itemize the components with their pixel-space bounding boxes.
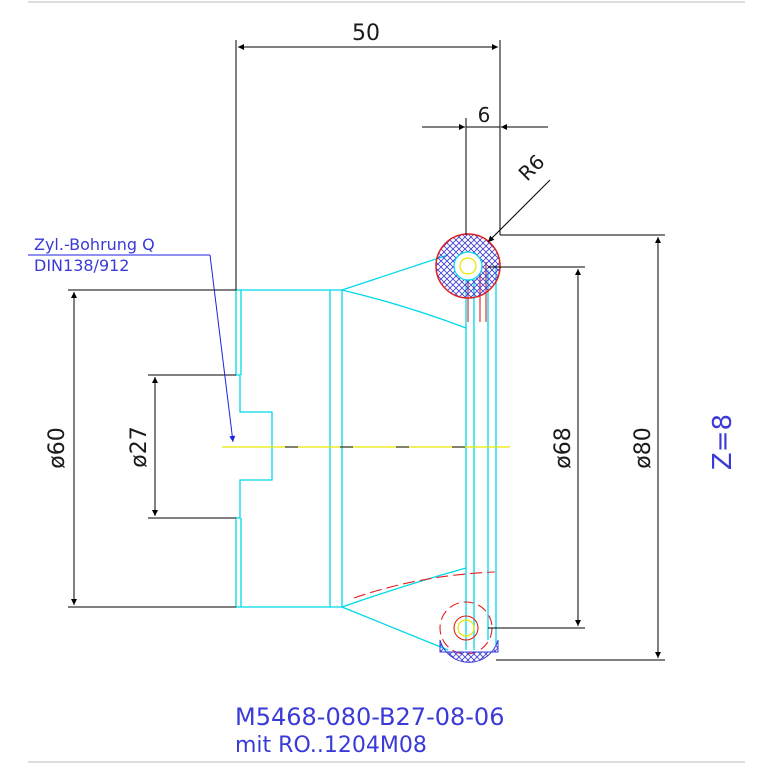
dim-width-50: 50 — [352, 21, 380, 46]
chain-roller-bottom — [439, 619, 499, 663]
teeth-count: Z=8 — [708, 414, 738, 470]
dim-width-6: 6 — [478, 103, 491, 127]
dim-dia-27: ø27 — [127, 426, 152, 467]
dim-dia-68: ø68 — [551, 427, 576, 468]
dim-dia-60: ø60 — [45, 427, 70, 468]
dimension-lines — [68, 40, 665, 661]
dim-dia-80: ø80 — [631, 427, 656, 468]
note-bore-line1: Zyl.-Bohrung Q — [34, 235, 155, 254]
part-outline — [235, 254, 497, 651]
note-leader — [28, 254, 236, 443]
part-number: M5468-080-B27-08-06 — [235, 703, 504, 731]
chain-roller-top — [435, 233, 501, 299]
chain-spec: mit RO..1204M08 — [235, 733, 427, 758]
note-bore-line2: DIN138/912 — [34, 256, 129, 275]
drawing-frame — [28, 1, 745, 763]
dim-radius-r6: R6 — [514, 150, 550, 186]
